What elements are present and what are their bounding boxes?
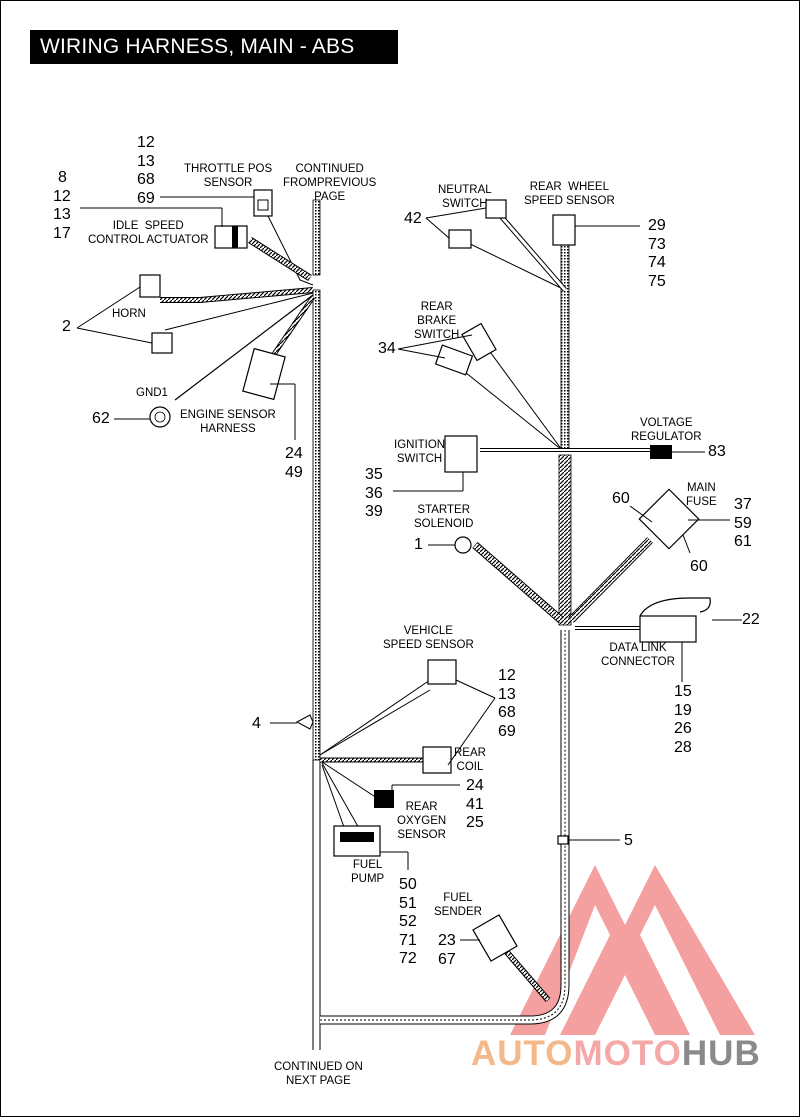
- rear-oxygen-sensor-label: REAR OXYGEN SENSOR: [397, 801, 447, 841]
- continued-from-label: CONTINUED FROMPREVIOUS PAGE: [283, 163, 377, 203]
- callout-number: 28: [674, 738, 692, 756]
- data-link-callout: 22: [742, 611, 760, 628]
- throttle-callouts: 12 13 68 69: [137, 134, 155, 208]
- callout-number: 17: [53, 224, 71, 242]
- watermark-text: AUTOMOTOHUB: [471, 1034, 761, 1074]
- main-fuse-callout-b: 60: [690, 558, 708, 575]
- callout-number: 73: [648, 235, 666, 253]
- callout-number: 39: [365, 503, 383, 520]
- horn-callout: 2: [62, 318, 71, 335]
- fuel-sender-label: FUEL SENDER: [434, 892, 482, 918]
- idle-callouts: 8 12 13 17: [53, 169, 71, 243]
- callout-number: 36: [365, 484, 383, 502]
- horn-label: HORN: [112, 308, 146, 320]
- gnd1-callout: 62: [92, 410, 110, 427]
- idle-speed-control-actuator-label: IDLE SPEED CONTROL ACTUATOR: [88, 220, 209, 246]
- starter-solenoid-label: STARTER SOLENOID: [414, 504, 474, 530]
- tie-callout: 5: [624, 832, 633, 849]
- neutral-switch-label: NEUTRAL SWITCH: [438, 184, 492, 210]
- page-title: WIRING HARNESS, MAIN - ABS: [30, 30, 398, 64]
- rear-wheel-speed-sensor-label: REAR WHEEL SPEED SENSOR: [524, 181, 615, 207]
- gnd1-label: GND1: [136, 387, 168, 399]
- callout-number: 69: [498, 722, 516, 740]
- callout-number: 74: [648, 254, 666, 271]
- fuel-pump-label: FUEL PUMP: [351, 859, 385, 885]
- rear-brake-callout: 34: [378, 340, 396, 357]
- callout-number: 75: [648, 272, 666, 290]
- ignition-callouts: 35 36 39: [365, 466, 383, 522]
- callout-number: 26: [674, 720, 692, 737]
- callout-number: 13: [498, 685, 516, 703]
- watermark-part-moto: MOTO: [573, 1034, 682, 1073]
- callout-number: 25: [466, 814, 484, 831]
- main-fuse-callouts: 37 59 61: [734, 496, 752, 552]
- callout-number: 67: [438, 950, 456, 968]
- callout-number: 37: [734, 496, 752, 513]
- callout-number: 71: [399, 931, 417, 949]
- callout-number: 61: [734, 533, 752, 550]
- clip-callout: 4: [252, 715, 261, 732]
- callout-number: 15: [674, 683, 692, 700]
- callout-number: 69: [137, 189, 155, 207]
- vehicle-speed-sensor-label: VEHICLE SPEED SENSOR: [383, 625, 474, 651]
- callout-number: 24: [285, 445, 303, 462]
- callout-number: 41: [466, 795, 484, 813]
- callout-number: 68: [137, 171, 155, 188]
- callout-number: 23: [438, 932, 456, 949]
- callout-number: 13: [53, 206, 71, 223]
- callout-number: 12: [498, 667, 516, 684]
- throttle-pos-sensor-label: THROTTLE POS SENSOR: [184, 163, 273, 189]
- engine-sensor-callouts: 24 49: [285, 445, 303, 482]
- callout-number: 19: [674, 701, 692, 719]
- rear-oxygen-callouts: 24 41 25: [466, 777, 484, 833]
- callout-number: 49: [285, 463, 303, 481]
- callout-number: 50: [399, 876, 417, 893]
- continued-on-label: CONTINUED ON NEXT PAGE: [274, 1061, 363, 1087]
- vehicle-speed-callouts: 12 13 68 69: [498, 667, 516, 741]
- left-main-trunk: [312, 199, 321, 1050]
- watermark-part-hub: HUB: [681, 1034, 761, 1073]
- voltage-regulator-callout: 83: [708, 443, 726, 460]
- callout-number: 72: [399, 950, 417, 967]
- fuel-pump-callouts: 50 51 52 71 72: [399, 876, 417, 969]
- voltage-regulator-label: VOLTAGE REGULATOR: [631, 417, 702, 443]
- data-link-connector-label: DATA LINK CONNECTOR: [601, 642, 675, 668]
- main-fuse-label: MAIN FUSE: [686, 482, 717, 508]
- callout-number: 52: [399, 913, 417, 930]
- callout-number: 51: [399, 894, 417, 912]
- callout-number: 12: [137, 134, 155, 151]
- fuel-sender-callouts: 23 67: [438, 932, 456, 969]
- rear-brake-switch-label: REAR BRAKE SWITCH: [414, 301, 460, 341]
- callout-number: 13: [137, 152, 155, 170]
- ignition-switch-label: IGNITION SWITCH: [394, 439, 446, 465]
- neutral-callout: 42: [404, 210, 422, 227]
- callout-number: 59: [734, 514, 752, 532]
- callout-number: 8: [58, 169, 67, 186]
- callout-number: 29: [648, 217, 666, 234]
- callout-number: 68: [498, 704, 516, 721]
- callout-number: 35: [365, 466, 383, 483]
- starter-solenoid-callout: 1: [414, 536, 423, 553]
- rear-coil-label: REAR COIL: [454, 747, 486, 773]
- engine-sensor-harness-label: ENGINE SENSOR HARNESS: [180, 409, 276, 435]
- rear-wheel-speed-callouts: 29 73 74 75: [648, 217, 666, 291]
- callout-number: 12: [53, 187, 71, 205]
- data-link-callouts: 15 19 26 28: [674, 683, 692, 757]
- main-fuse-callout-a: 60: [612, 490, 630, 507]
- callout-number: 24: [466, 777, 484, 794]
- watermark-part-auto: AUTO: [471, 1034, 574, 1073]
